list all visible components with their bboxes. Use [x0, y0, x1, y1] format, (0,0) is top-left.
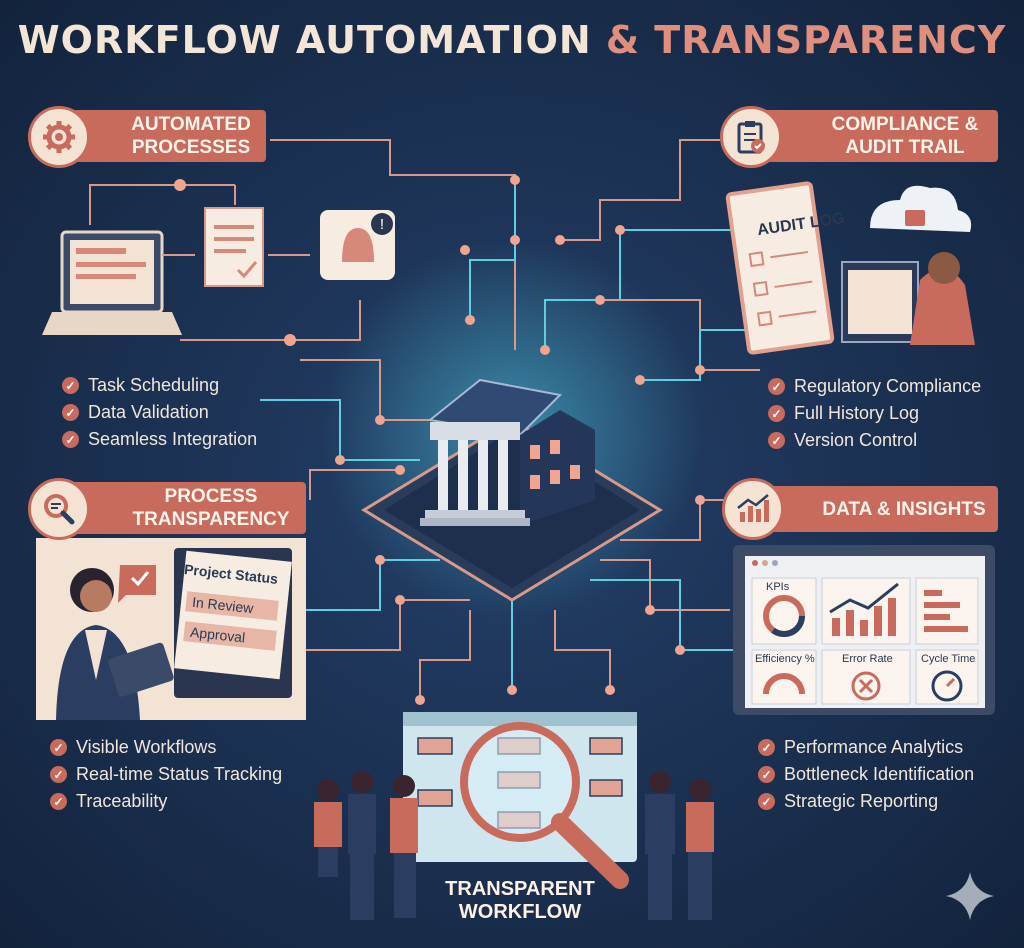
list-item-label: Strategic Reporting — [784, 791, 939, 811]
process-transparency-label: PROCESS TRANSPARENCY — [58, 482, 306, 534]
check-icon: ✓ — [62, 377, 79, 394]
status-row-label: Approval — [189, 623, 247, 646]
page-title: WORKFLOW AUTOMATION & TRANSPARENCY — [0, 18, 1024, 62]
insights-label-text: DATA & INSIGHTS — [822, 498, 986, 520]
svg-text:!: ! — [380, 216, 384, 233]
compliance-label-line-1: COMPLIANCE & — [831, 114, 979, 135]
tile-cycle-time-label: Cycle Time — [921, 653, 976, 665]
list-item-label: Performance Analytics — [784, 737, 964, 757]
sparkle-icon — [946, 872, 994, 920]
list-item-label: Version Control — [794, 430, 918, 450]
check-icon: ✓ — [62, 431, 79, 448]
bar-chart-icon — [722, 478, 784, 540]
check-icon: ✓ — [758, 793, 775, 810]
list-item: ✓ Strategic Reporting — [758, 788, 974, 815]
check-icon: ✓ — [768, 378, 785, 395]
list-item: ✓ Version Control — [768, 427, 981, 454]
check-icon: ✓ — [768, 432, 785, 449]
check-icon: ✓ — [50, 793, 67, 810]
transparent-workflow-caption: TRANSPARENT WORKFLOW — [420, 878, 620, 924]
list-item-label: Full History Log — [794, 403, 920, 423]
compliance-checklist: ✓ Regulatory Compliance ✓ Full History Log… — [768, 373, 981, 454]
check-icon: ✓ — [62, 404, 79, 421]
title-part-1: WORKFLOW AUTOMATION — [17, 18, 592, 62]
caption-line-2: WORKFLOW — [458, 901, 582, 923]
list-item-label: Visible Workflows — [76, 737, 217, 757]
list-item-label: Real-time Status Tracking — [76, 764, 283, 784]
automated-processes-label: AUTOMATED PROCESSES — [58, 110, 266, 162]
check-icon: ✓ — [758, 766, 775, 783]
check-icon: ✓ — [758, 739, 775, 756]
magnifier-icon — [28, 478, 90, 540]
status-row-label: In Review — [191, 593, 255, 617]
compliance-audit-label: COMPLIANCE & AUDIT TRAIL — [754, 110, 998, 162]
list-item: ✓ Regulatory Compliance — [768, 373, 981, 400]
list-item: ✓ Performance Analytics — [758, 734, 974, 761]
list-item: ✓ Visible Workflows — [50, 734, 282, 761]
check-icon: ✓ — [50, 739, 67, 756]
list-item-label: Bottleneck Identification — [784, 764, 975, 784]
transparency-label-line-1: PROCESS — [164, 486, 258, 507]
list-item: ✓ Task Scheduling — [62, 372, 257, 399]
list-item-label: Data Validation — [88, 402, 209, 422]
list-item: ✓ Traceability — [50, 788, 282, 815]
caption-line-1: TRANSPARENT — [445, 878, 595, 900]
list-item: ✓ Data Validation — [62, 399, 257, 426]
check-icon: ✓ — [50, 766, 67, 783]
tile-efficiency-label: Efficiency % — [755, 653, 815, 665]
compliance-label-line-2: AUDIT TRAIL — [845, 137, 965, 158]
clipboard-check-icon — [720, 106, 782, 168]
transparency-checklist: ✓ Visible Workflows ✓ Real-time Status Tra… — [50, 734, 282, 815]
title-part-2: TRANSPARENCY — [654, 18, 1007, 62]
automated-label-line-2: PROCESSES — [131, 137, 251, 158]
list-item: ✓ Real-time Status Tracking — [50, 761, 282, 788]
tile-kpis-label: KPIs — [766, 581, 790, 593]
gear-icon — [28, 106, 90, 168]
transparency-label-line-2: TRANSPARENCY — [132, 509, 290, 530]
list-item-label: Traceability — [76, 791, 168, 811]
list-item-label: Regulatory Compliance — [794, 376, 982, 396]
list-item: ✓ Bottleneck Identification — [758, 761, 974, 788]
list-item-label: Task Scheduling — [88, 375, 220, 395]
automated-checklist: ✓ Task Scheduling ✓ Data Validation ✓ Seaml… — [62, 372, 257, 453]
list-item: ✓ Seamless Integration — [62, 426, 257, 453]
list-item-label: Seamless Integration — [88, 429, 258, 449]
title-ampersand: & — [605, 18, 641, 62]
list-item: ✓ Full History Log — [768, 400, 981, 427]
insights-checklist: ✓ Performance Analytics ✓ Bottleneck Ident… — [758, 734, 974, 815]
data-insights-label: DATA & INSIGHTS — [752, 486, 998, 532]
check-icon: ✓ — [768, 405, 785, 422]
institution-icon — [420, 378, 595, 526]
tile-error-rate-label: Error Rate — [842, 653, 893, 665]
automated-label-line-1: AUTOMATED — [131, 114, 251, 135]
